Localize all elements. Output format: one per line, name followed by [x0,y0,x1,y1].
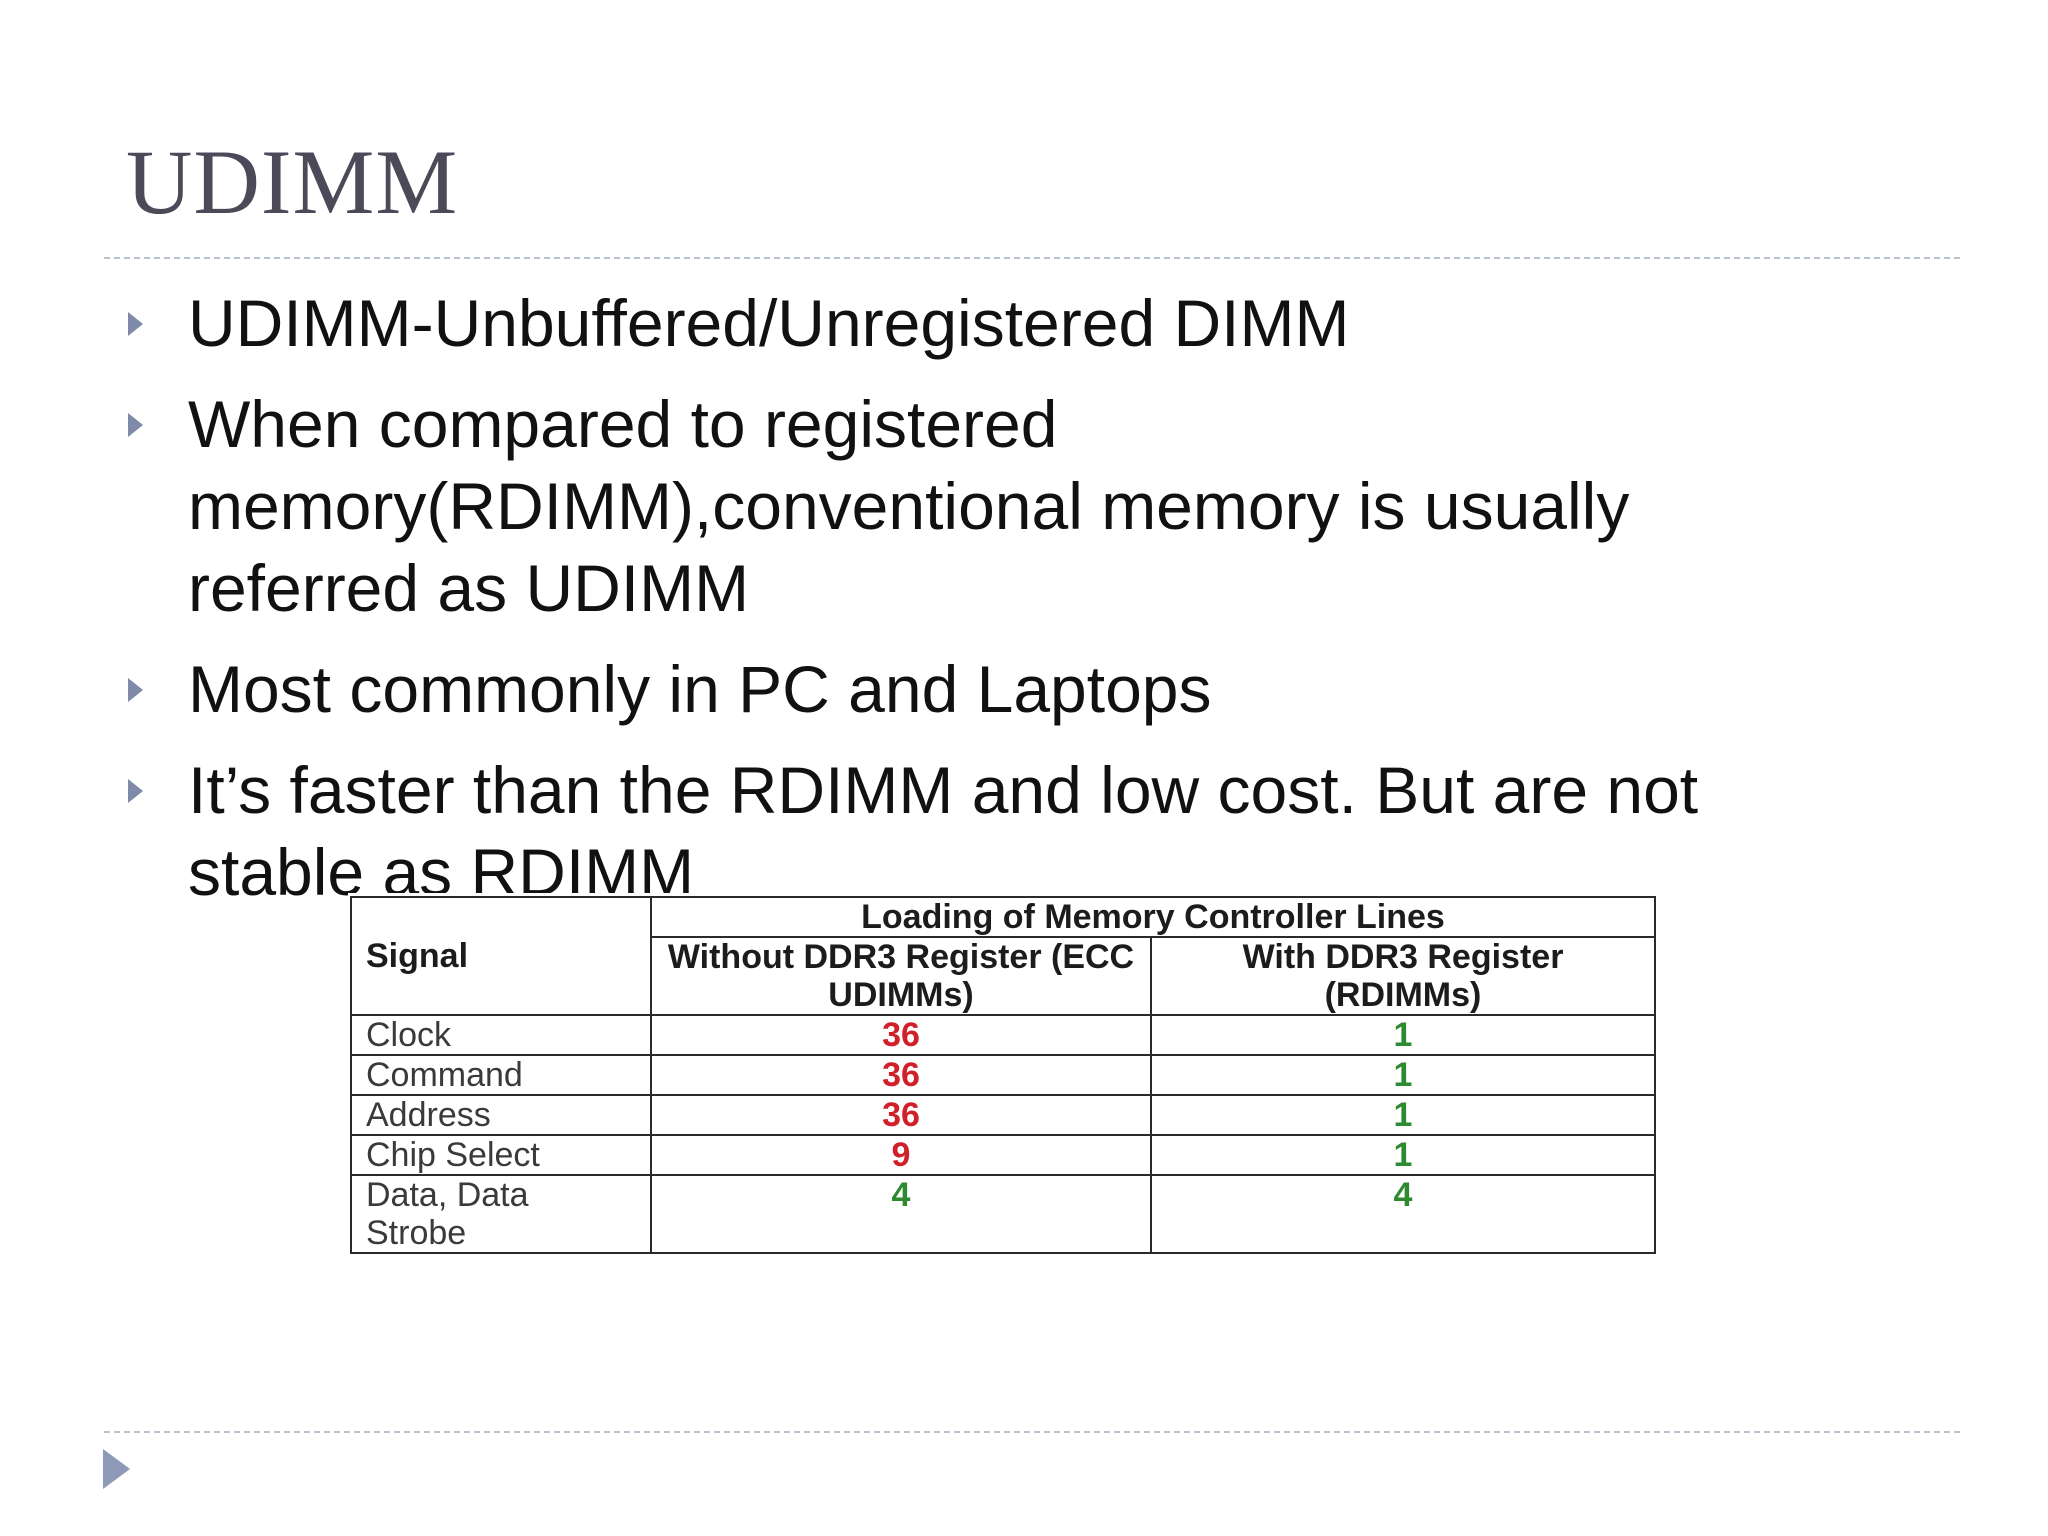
memory-loading-table: Signal Loading of Memory Controller Line… [350,896,1656,1254]
bullet-list: UDIMM-Unbuffered/Unregistered DIMM When … [122,282,1862,932]
title-divider [104,257,1960,259]
bullet-text: It’s faster than the RDIMM and low cost.… [188,753,1699,909]
memory-loading-table-image: Signal Loading of Memory Controller Line… [348,893,1658,1269]
table-row: Data, Data Strobe 4 4 [350,1174,1656,1254]
bullet-arrow-icon [128,678,143,702]
bullet-item: It’s faster than the RDIMM and low cost.… [122,749,1862,913]
bullet-text: Most commonly in PC and Laptops [188,652,1212,726]
bullet-item: When compared to registered memory(RDIMM… [122,383,1862,629]
bullet-item: Most commonly in PC and Laptops [122,648,1862,730]
table-row: Address 36 1 [350,1094,1656,1136]
group-header: Loading of Memory Controller Lines [650,896,1656,938]
without-register-value: 9 [650,1134,1152,1176]
bullet-arrow-icon [128,779,143,803]
with-register-value: 1 [1150,1094,1656,1136]
with-register-value: 1 [1150,1134,1656,1176]
bullet-item: UDIMM-Unbuffered/Unregistered DIMM [122,282,1862,364]
with-register-header: With DDR3 Register (RDIMMs) [1150,936,1656,1016]
without-register-value: 4 [650,1174,1152,1254]
signal-cell: Address [350,1094,652,1136]
table-row: Chip Select 9 1 [350,1134,1656,1176]
bullet-text: When compared to registered memory(RDIMM… [188,387,1630,625]
signal-cell: Data, Data Strobe [350,1174,652,1254]
with-register-value: 4 [1150,1174,1656,1254]
footer-divider [104,1431,1960,1433]
without-register-value: 36 [650,1014,1152,1056]
slide-corner-arrow-icon [103,1449,130,1489]
slide-title: UDIMM [126,131,459,233]
signal-cell: Chip Select [350,1134,652,1176]
bullet-arrow-icon [128,413,143,437]
without-register-value: 36 [650,1094,1152,1136]
with-register-value: 1 [1150,1014,1656,1056]
signal-header: Signal [350,896,652,1016]
bullet-text: UDIMM-Unbuffered/Unregistered DIMM [188,286,1350,360]
table-row: Clock 36 1 [350,1014,1656,1056]
signal-cell: Command [350,1054,652,1096]
without-register-header: Without DDR3 Register (ECC UDIMMs) [650,936,1152,1016]
signal-cell: Clock [350,1014,652,1056]
table-row: Command 36 1 [350,1054,1656,1096]
with-register-value: 1 [1150,1054,1656,1096]
without-register-value: 36 [650,1054,1152,1096]
bullet-arrow-icon [128,312,143,336]
